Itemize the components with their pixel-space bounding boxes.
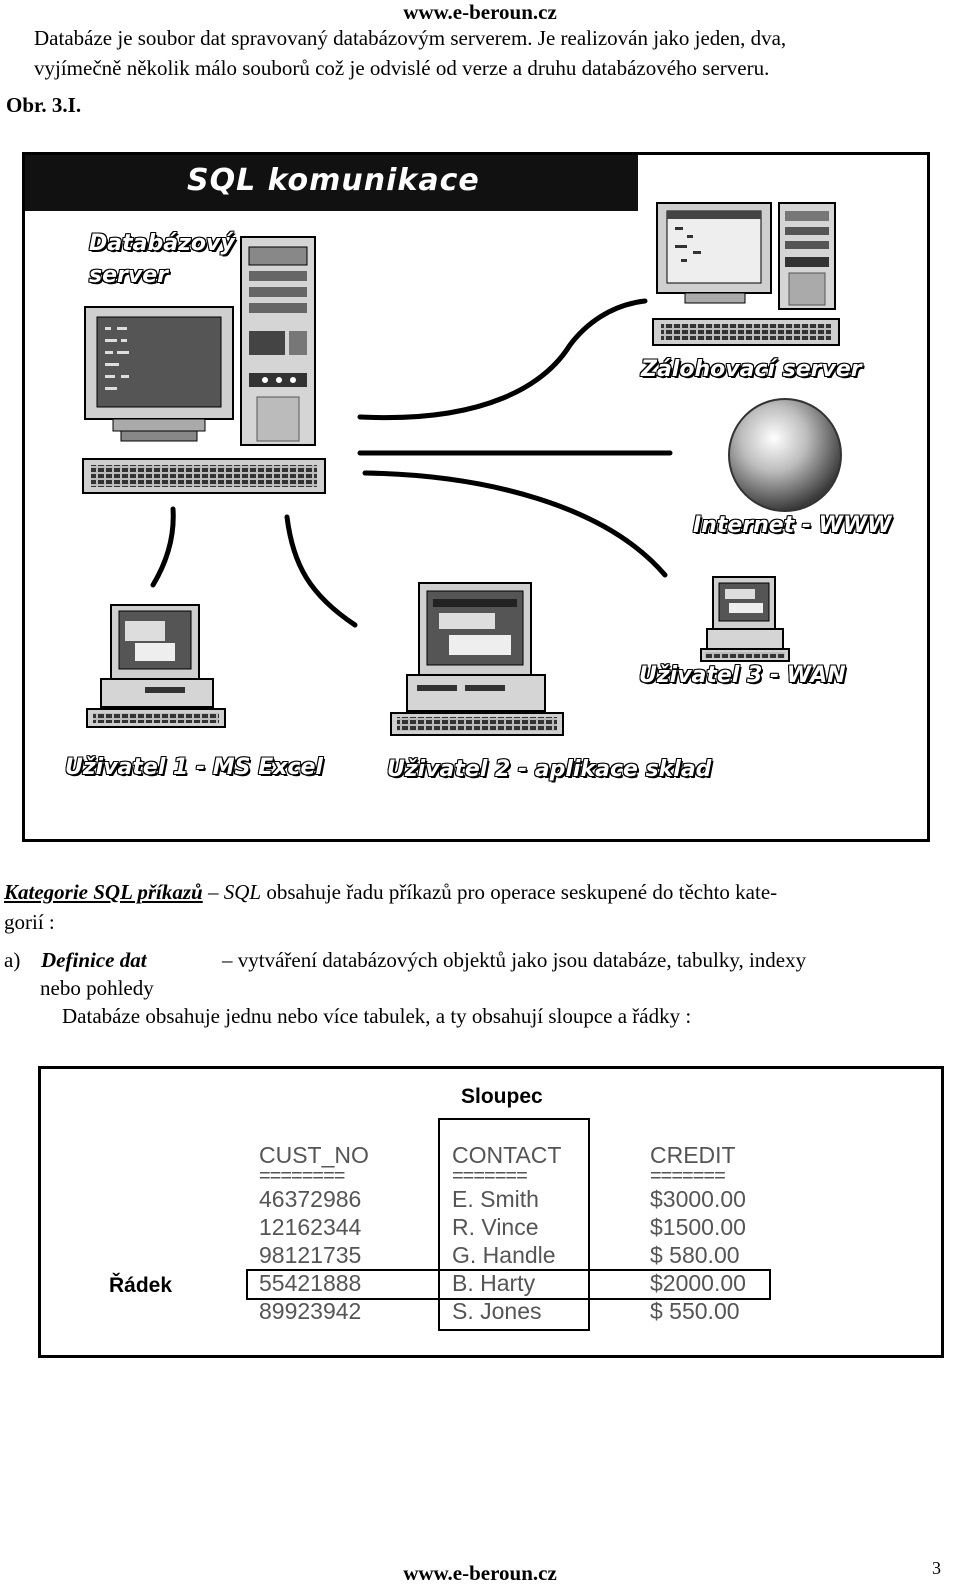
backup-server-label: Zálohovací server	[641, 357, 862, 382]
database-server-computer	[82, 236, 326, 494]
definition-desc-cont: nebo pohledy	[40, 976, 154, 1000]
column-label: Sloupec	[461, 1085, 543, 1108]
figure-title: SQL komunikace	[187, 163, 480, 198]
table-cell: $ 550.00	[650, 1298, 740, 1324]
db-server-label-line2: server	[89, 263, 168, 288]
user2-label: Uživatel 2 - aplikace sklad	[387, 757, 712, 782]
user1-computer	[86, 604, 226, 728]
column-header: CREDIT	[650, 1142, 736, 1168]
table-cell: $2000.00	[650, 1270, 746, 1296]
page-footer: www.e-beroun.cz	[403, 1561, 557, 1585]
column-cust-no: CUST_NO ======== 46372986 12162344 98121…	[259, 1141, 369, 1325]
row-label: Řádek	[109, 1274, 173, 1297]
figure-label: Obr. 3.I.	[6, 93, 82, 117]
table-cell: $1500.00	[650, 1214, 746, 1240]
database-note: Databáze obsahuje jednu nebo více tabule…	[62, 1004, 692, 1028]
categories-text: obsahuje řadu příkazů pro operace seskup…	[261, 880, 778, 904]
table-cell: 46372986	[259, 1186, 362, 1212]
table-cell: $3000.00	[650, 1186, 746, 1212]
column-header: CONTACT	[452, 1142, 562, 1168]
intro-paragraph: Databáze je soubor dat spravovaný databá…	[34, 23, 934, 83]
list-marker: a)	[4, 948, 21, 972]
intro-line-2: vyjímečně několik málo souborů což je od…	[34, 56, 770, 80]
column-separator: =======	[452, 1165, 528, 1187]
table-cell: $ 580.00	[650, 1242, 740, 1268]
column-separator: ========	[259, 1165, 345, 1187]
sql-term: SQL	[223, 880, 262, 904]
user2-computer	[390, 582, 564, 736]
table-cell: E. Smith	[452, 1186, 539, 1212]
column-contact: CONTACT ======= E. Smith R. Vince G. Han…	[452, 1141, 561, 1325]
intro-line-1: Databáze je soubor dat spravovaný databá…	[34, 26, 787, 50]
table-structure-figure: Sloupec Řádek CUST_NO ======== 46372986 …	[38, 1066, 944, 1358]
internet-label: Internet - WWW	[693, 513, 892, 538]
user1-label: Uživatel 1 - MS Excel	[65, 755, 323, 780]
sql-communication-figure: SQL komunikace	[22, 152, 930, 842]
column-credit: CREDIT ======= $3000.00 $1500.00 $ 580.0…	[650, 1141, 746, 1325]
user3-computer	[700, 576, 790, 662]
column-header: CUST_NO	[259, 1142, 369, 1168]
table-cell: G. Handle	[452, 1242, 556, 1268]
table-cell: 55421888	[259, 1270, 362, 1296]
sql-categories-paragraph: Kategorie SQL příkazů – SQL obsahuje řad…	[4, 877, 924, 937]
user3-label: Uživatel 3 - WAN	[639, 663, 846, 688]
definition-term: Definice dat	[41, 948, 147, 972]
table-cell: 98121735	[259, 1242, 362, 1268]
table-cell: B. Harty	[452, 1270, 536, 1296]
definition-desc: – vytváření databázových objektů jako js…	[222, 948, 807, 972]
connection-lines	[150, 298, 673, 628]
page-header: www.e-beroun.cz	[403, 0, 557, 24]
column-highlight-box	[438, 1118, 590, 1331]
table-cell: 89923942	[259, 1298, 362, 1324]
table-cell: R. Vince	[452, 1214, 539, 1240]
backup-server-computer	[652, 202, 840, 346]
row-highlight-box	[246, 1269, 771, 1300]
db-server-label-line1: Databázový	[89, 231, 235, 256]
table-cell: 12162344	[259, 1214, 362, 1240]
network-diagram	[82, 202, 842, 736]
categories-dash: –	[202, 880, 224, 904]
column-separator: =======	[650, 1165, 726, 1187]
globe-icon	[728, 398, 842, 512]
table-cell: S. Jones	[452, 1298, 542, 1324]
figure-title-bar	[25, 155, 638, 211]
categories-text-2: gorií :	[4, 910, 55, 934]
categories-term: Kategorie SQL příkazů	[4, 880, 203, 904]
page-number: 3	[932, 1558, 941, 1578]
